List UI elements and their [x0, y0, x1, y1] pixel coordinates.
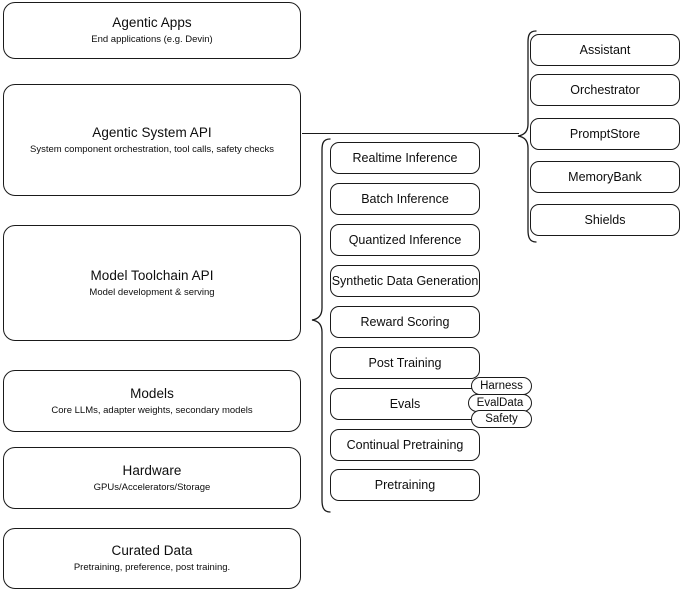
eval-pill-safety[interactable]: Safety	[471, 410, 532, 428]
layer-subtitle: Pretraining, preference, post training.	[73, 562, 231, 573]
layer-box-hardware[interactable]: Hardware GPUs/Accelerators/Storage	[3, 447, 301, 509]
capability-chip-post-training[interactable]: Post Training	[330, 347, 480, 379]
capability-label: Synthetic Data Generation	[331, 273, 479, 288]
capability-label: Post Training	[368, 355, 442, 370]
system-component-label: MemoryBank	[568, 169, 642, 184]
layer-box-agentic-system-api[interactable]: Agentic System API System component orch…	[3, 84, 301, 196]
system-component-label: Assistant	[579, 42, 631, 57]
layer-title: Models	[130, 385, 174, 401]
layer-box-models[interactable]: Models Core LLMs, adapter weights, secon…	[3, 370, 301, 432]
system-component-chip-shields[interactable]: Shields	[530, 204, 680, 236]
eval-pill-label: Safety	[485, 412, 518, 425]
eval-pill-harness[interactable]: Harness	[471, 377, 532, 395]
connector-system-api-to-components	[302, 133, 519, 135]
layer-subtitle: Core LLMs, adapter weights, secondary mo…	[51, 404, 253, 416]
layer-subtitle: System component orchestration, tool cal…	[30, 143, 274, 155]
capability-chip-evals[interactable]: Evals	[330, 388, 480, 420]
system-component-chip-orchestrator[interactable]: Orchestrator	[530, 74, 680, 106]
system-component-label: Shields	[584, 212, 626, 227]
system-component-label: Orchestrator	[570, 82, 640, 97]
capability-label: Reward Scoring	[360, 314, 450, 329]
layer-title: Curated Data	[111, 543, 193, 558]
capability-label: Evals	[389, 396, 421, 411]
capability-chip-synthetic-data-generation[interactable]: Synthetic Data Generation	[330, 265, 480, 297]
layer-title: Agentic Apps	[112, 15, 192, 30]
capability-label: Pretraining	[374, 477, 436, 492]
layer-title: Hardware	[122, 462, 182, 478]
layer-subtitle: Model development & serving	[89, 286, 215, 298]
system-component-chip-promptstore[interactable]: PromptStore	[530, 118, 680, 150]
layer-box-curated-data[interactable]: Curated Data Pretraining, preference, po…	[3, 528, 301, 589]
layer-subtitle: End applications (e.g. Devin)	[91, 34, 213, 45]
layer-box-agentic-apps[interactable]: Agentic Apps End applications (e.g. Devi…	[3, 2, 301, 59]
layer-subtitle: GPUs/Accelerators/Storage	[93, 481, 211, 493]
system-component-label: PromptStore	[569, 126, 641, 141]
eval-pill-label: Harness	[480, 379, 523, 392]
layer-title: Model Toolchain API	[90, 267, 214, 283]
layer-title: Agentic System API	[92, 124, 212, 140]
system-component-chip-assistant[interactable]: Assistant	[530, 34, 680, 66]
capability-label: Realtime Inference	[352, 150, 458, 165]
capability-label: Batch Inference	[361, 191, 449, 206]
brace-toolchain-capabilities	[310, 138, 332, 514]
capability-label: Quantized Inference	[348, 232, 462, 247]
system-component-chip-memorybank[interactable]: MemoryBank	[530, 161, 680, 193]
capability-chip-reward-scoring[interactable]: Reward Scoring	[330, 306, 480, 338]
layer-box-model-toolchain-api[interactable]: Model Toolchain API Model development & …	[3, 225, 301, 341]
capability-chip-realtime-inference[interactable]: Realtime Inference	[330, 142, 480, 174]
capability-chip-quantized-inference[interactable]: Quantized Inference	[330, 224, 480, 256]
eval-pill-label: EvalData	[476, 396, 524, 409]
capability-chip-continual-pretraining[interactable]: Continual Pretraining	[330, 429, 480, 461]
capability-label: Continual Pretraining	[346, 437, 464, 452]
capability-chip-batch-inference[interactable]: Batch Inference	[330, 183, 480, 215]
capability-chip-pretraining[interactable]: Pretraining	[330, 469, 480, 501]
